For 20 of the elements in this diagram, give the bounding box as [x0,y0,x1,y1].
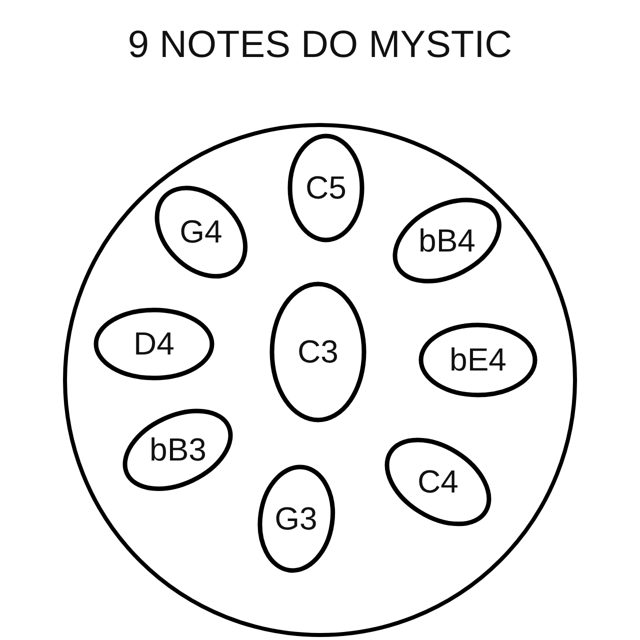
tone-field-ellipse [123,409,233,491]
note-name: bB4 [418,222,476,260]
tone-field-ellipse [392,198,502,284]
note-name: D4 [134,326,174,362]
note-name: bE4 [450,342,506,378]
diagram-title: 9 NOTES DO MYSTIC [128,24,512,67]
note-name: G4 [180,213,222,250]
tone-field-ellipse [385,438,491,526]
tone-field-ellipse [154,186,248,278]
tone-field-ellipse [270,282,366,422]
note-name: G3 [274,500,318,538]
note-name: bB3 [150,431,206,468]
note-name: C4 [418,463,458,500]
tone-field-ellipse [258,465,334,573]
tone-field-ellipse [288,134,364,242]
note-name: C5 [306,170,346,206]
tone-field-ellipse [94,308,214,380]
note-name: C3 [298,334,338,370]
tone-field-ellipse [419,323,537,397]
drum-body-circle [63,123,577,637]
